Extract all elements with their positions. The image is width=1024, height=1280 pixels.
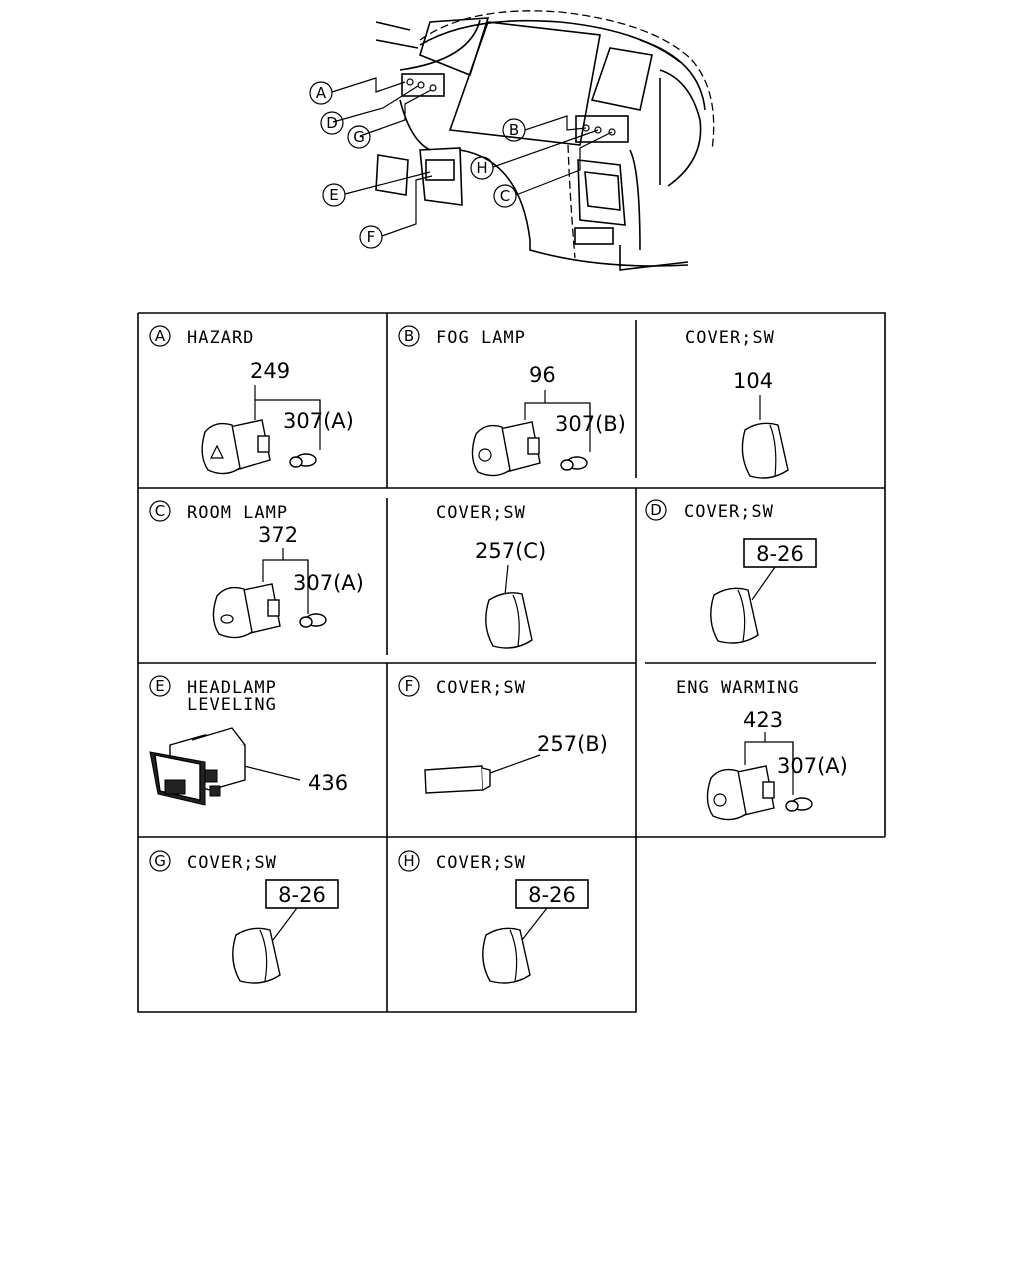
cell-title: ENG WARMING — [676, 678, 800, 698]
reference-box — [265, 879, 339, 909]
overview-callout-d: D — [320, 111, 344, 135]
svg-text:A: A — [316, 84, 327, 102]
reference-page: 8-26 — [278, 883, 326, 907]
reference-box — [743, 538, 817, 568]
cell-cover-sw-g: G COVER;SW 8-26 — [149, 850, 339, 984]
cell-eng-warming: ENG WARMING 423 307(A) — [676, 678, 848, 821]
cell-title: COVER;SW — [436, 678, 526, 698]
cell-title: FOG LAMP — [436, 328, 526, 348]
part-number: 257(B) — [537, 732, 608, 756]
overview-callout-c: C — [493, 184, 517, 208]
cell-cover-sw-257c: COVER;SW 257(C) — [436, 503, 546, 649]
overview-callout-b: B — [502, 118, 526, 142]
overview-callout-g: G — [347, 125, 371, 149]
part-number: 372 — [258, 523, 298, 547]
cell-title: COVER;SW — [187, 853, 277, 873]
cell-room-lamp: C ROOM LAMP 372 307(A) — [149, 500, 364, 639]
svg-text:F: F — [367, 228, 376, 246]
cell-title: COVER;SW — [684, 502, 774, 522]
cell-title: COVER;SW — [436, 503, 526, 523]
part-number: 96 — [529, 363, 556, 387]
overview-callout-a: A — [309, 81, 333, 105]
cell-title: HAZARD — [187, 328, 254, 348]
overview-callout-e: E — [322, 183, 346, 207]
cell-cover-sw-h: H COVER;SW 8-26 — [398, 850, 589, 984]
svg-text:G: G — [353, 128, 365, 146]
cell-title: ROOM LAMP — [187, 503, 288, 523]
part-number: 423 — [743, 708, 783, 732]
cell-hazard: A HAZARD 249 307(A) — [149, 325, 354, 475]
reference-page: 8-26 — [756, 542, 804, 566]
cell-letter: B — [404, 327, 414, 345]
bulb-part-number: 307(A) — [777, 754, 848, 778]
overview-callout-f: F — [359, 225, 383, 249]
reference-page: 8-26 — [528, 883, 576, 907]
cell-title-line1: HEADLAMP — [187, 678, 277, 698]
svg-text:E: E — [329, 186, 338, 204]
cell-title: COVER;SW — [685, 328, 775, 348]
cell-letter: E — [155, 677, 164, 695]
part-number: 257(C) — [475, 539, 546, 563]
cell-letter: C — [155, 502, 165, 520]
svg-text:C: C — [500, 187, 510, 205]
part-number: 249 — [250, 359, 290, 383]
bulb-part-number: 307(A) — [283, 409, 354, 433]
parts-grid — [137, 312, 886, 1013]
cell-title-line2: LEVELING — [187, 695, 277, 715]
reference-box — [515, 879, 589, 909]
cell-letter: G — [154, 852, 166, 870]
cell-fog-lamp: B FOG LAMP 96 307(B) — [398, 325, 626, 477]
part-number: 104 — [733, 369, 773, 393]
cell-letter: D — [650, 501, 662, 519]
cell-title: COVER;SW — [436, 853, 526, 873]
cell-letter: A — [155, 327, 166, 345]
cell-cover-sw-d: D COVER;SW 8-26 — [645, 499, 817, 644]
bulb-part-number: 307(A) — [293, 571, 364, 595]
svg-text:B: B — [509, 121, 519, 139]
svg-text:H: H — [476, 159, 487, 177]
cell-headlamp-leveling: E HEADLAMP LEVELING 436 — [149, 675, 348, 806]
svg-text:D: D — [326, 114, 338, 132]
cell-letter: F — [405, 677, 414, 695]
overview-callout-h: H — [470, 156, 494, 180]
cell-letter: H — [403, 852, 414, 870]
part-number: 436 — [308, 771, 348, 795]
cell-cover-sw-f: F COVER;SW 257(B) — [398, 675, 608, 794]
dashboard-illustration: A D G B H C E F — [309, 10, 715, 271]
cell-cover-sw-104: COVER;SW 104 — [685, 328, 789, 479]
